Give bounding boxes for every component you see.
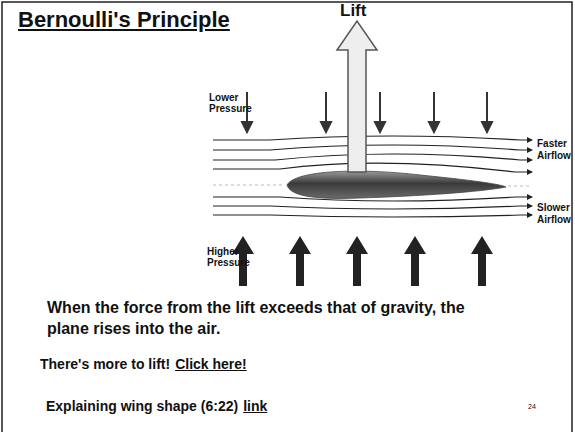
airflow-label: Slower Airflow [537, 202, 573, 225]
prompt-text: There's more to lift! [40, 356, 170, 372]
prompt-text: Explaining wing shape (6:22) [46, 398, 238, 414]
lift-arrow [337, 21, 377, 172]
streamlines [213, 136, 532, 217]
chord-line [213, 185, 285, 186]
wing-airfoil [287, 171, 506, 198]
slide-title: Bernoulli's Principle [18, 7, 230, 33]
pressure-label: Higher Pressure [207, 246, 247, 268]
chord-line [508, 186, 532, 187]
page-number: 24 [528, 403, 536, 410]
pressure-arrows-up [232, 236, 493, 286]
pressure-arrows-down [242, 92, 492, 132]
hyperlink-text: link [243, 398, 267, 414]
hyperlink-text: Click here! [175, 356, 247, 372]
pressure-label: Lower Pressure [209, 92, 249, 114]
airflow-label: Faster Airflow [537, 138, 573, 161]
link-line: Explaining wing shape (6:22) link [46, 398, 267, 414]
lift-label: Lift [340, 1, 366, 21]
body-text: When the force from the lift exceeds tha… [47, 298, 477, 340]
link-line: There's more to lift! Click here! [40, 356, 247, 372]
